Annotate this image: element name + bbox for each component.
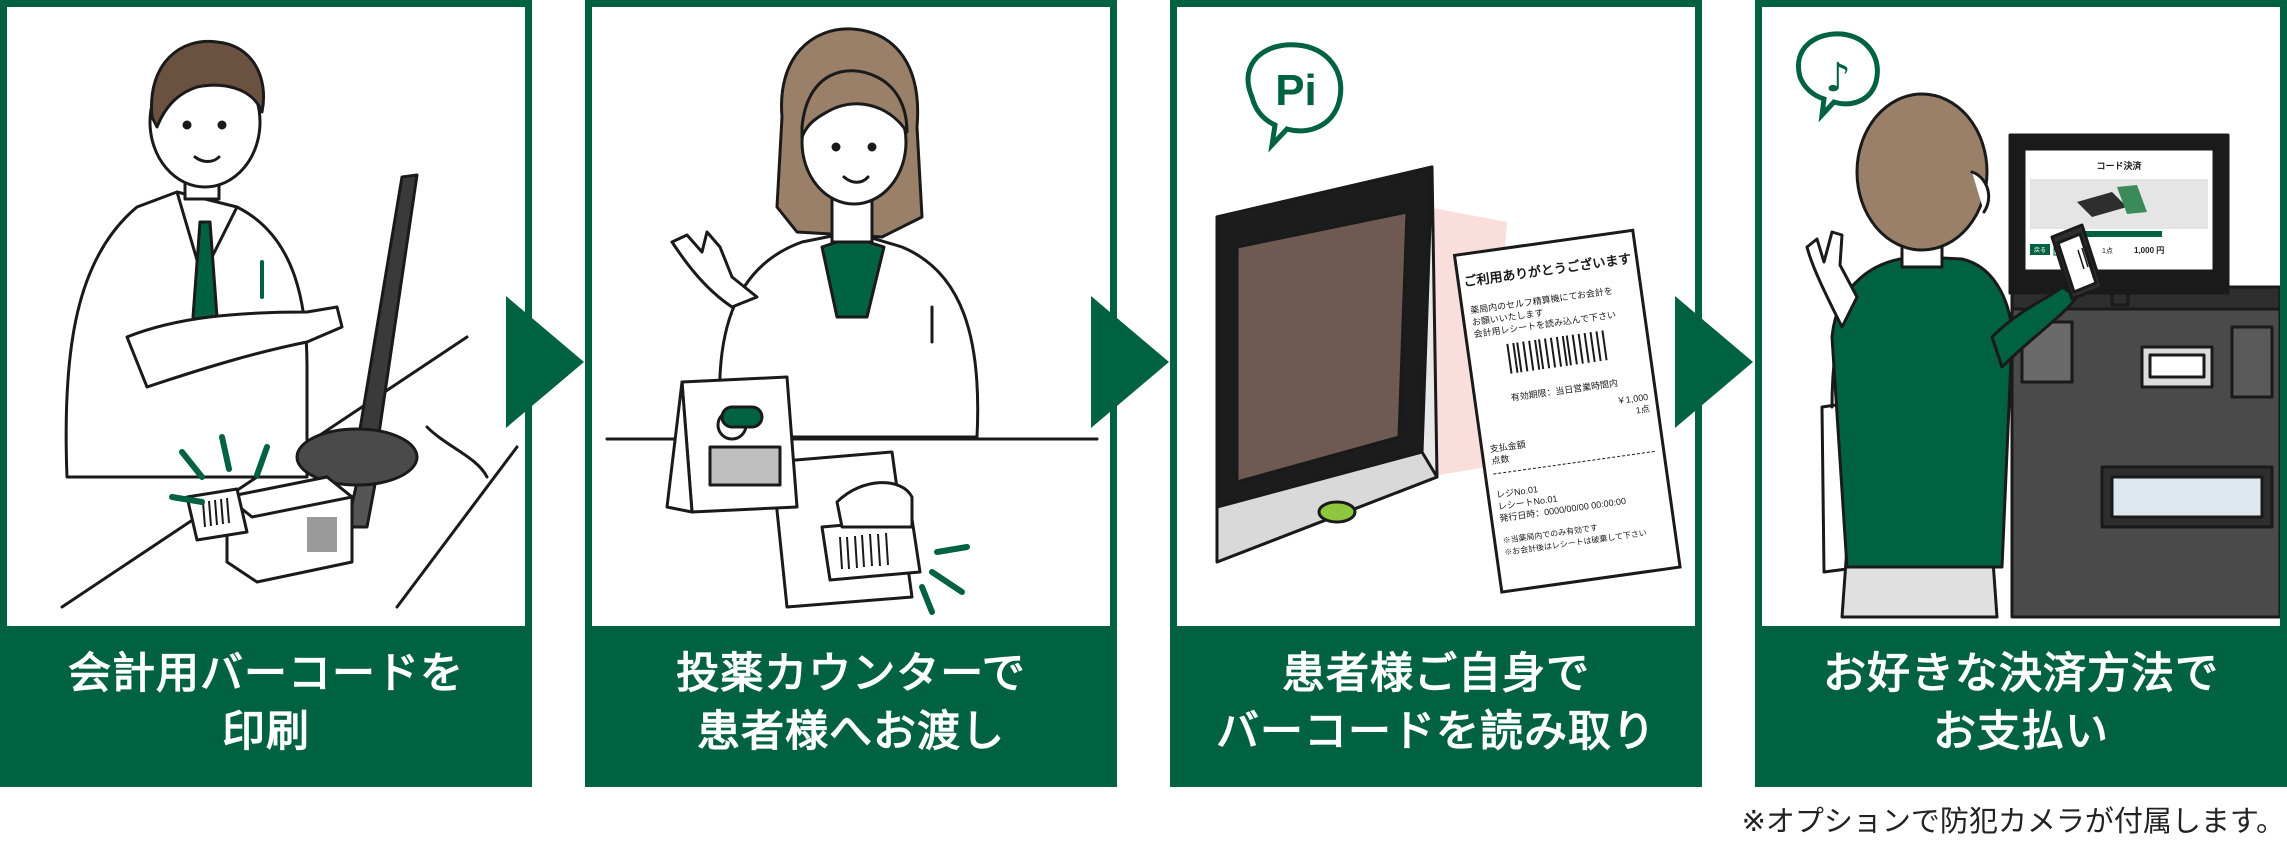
kiosk-screen-title: コード決済 bbox=[2096, 160, 2142, 171]
step-panel-2: 投薬カウンターで 患者様へお渡し bbox=[585, 0, 1117, 787]
self-scan-illustration: Pi ご利用ありがとうございます 薬局内のセルフ精算機にてお会計を お願いいたし… bbox=[1215, 42, 1682, 594]
step-caption: 患者様ご自身で バーコードを読み取り bbox=[1177, 626, 1695, 780]
step-caption: 会計用バーコードを 印刷 bbox=[7, 626, 525, 780]
music-note-bubble-icon bbox=[1796, 31, 1880, 123]
step-panel-3: Pi ご利用ありがとうございます 薬局内のセルフ精算機にてお会計を お願いいたし… bbox=[1170, 0, 1702, 787]
receipt-qty: 1点 bbox=[1635, 404, 1650, 416]
caption-line-1: 会計用バーコードを bbox=[68, 649, 464, 699]
kiosk-qty: 1点 bbox=[2102, 247, 2113, 255]
step-arrow-1 bbox=[506, 296, 584, 428]
caption-line-2: 患者様へお渡し bbox=[697, 707, 1005, 757]
caption-line-1: 投薬カウンターで bbox=[676, 649, 1026, 699]
pi-bubble-label: Pi bbox=[1275, 66, 1317, 115]
kiosk-back-button[interactable]: 戻る bbox=[2034, 246, 2046, 254]
receipt-amount: ￥1,000 bbox=[1616, 392, 1649, 406]
music-note-label: ♪ bbox=[1825, 55, 1851, 101]
step-caption: 投薬カウンターで 患者様へお渡し bbox=[592, 626, 1110, 780]
caption-line-2: バーコードを読み取り bbox=[1216, 707, 1656, 757]
security-camera-footnote: ※オプションで防犯カメラが付属します。 bbox=[1741, 804, 2285, 838]
step-arrow-3 bbox=[1675, 296, 1753, 428]
step-arrow-2 bbox=[1091, 296, 1169, 428]
step-panel-4: ♪ コード決済 戻る 合計 1点 1,000 円 bbox=[1755, 0, 2287, 787]
caption-line-1: お好きな決済方法で bbox=[1823, 649, 2219, 699]
caption-line-1: 患者様ご自身で bbox=[1282, 649, 1590, 699]
receipt-pay-label: 支払金額 bbox=[1489, 438, 1526, 454]
receipt-points-label: 点数 bbox=[1491, 453, 1510, 466]
caption-line-2: 印刷 bbox=[222, 707, 310, 757]
step-panel-1: 会計用バーコードを 印刷 bbox=[0, 0, 532, 787]
pharmacist-printing-illustration bbox=[60, 39, 519, 609]
patient-paying-illustration: ♪ コード決済 戻る 合計 1点 1,000 円 bbox=[1796, 31, 2280, 619]
caption-line-2: お支払い bbox=[1933, 707, 2109, 757]
kiosk-price: 1,000 円 bbox=[2134, 246, 2164, 255]
step-caption: お好きな決済方法で お支払い bbox=[1762, 626, 2280, 780]
pi-bubble-icon bbox=[1245, 42, 1344, 153]
pharmacist-handing-barcode-illustration bbox=[605, 27, 1099, 615]
